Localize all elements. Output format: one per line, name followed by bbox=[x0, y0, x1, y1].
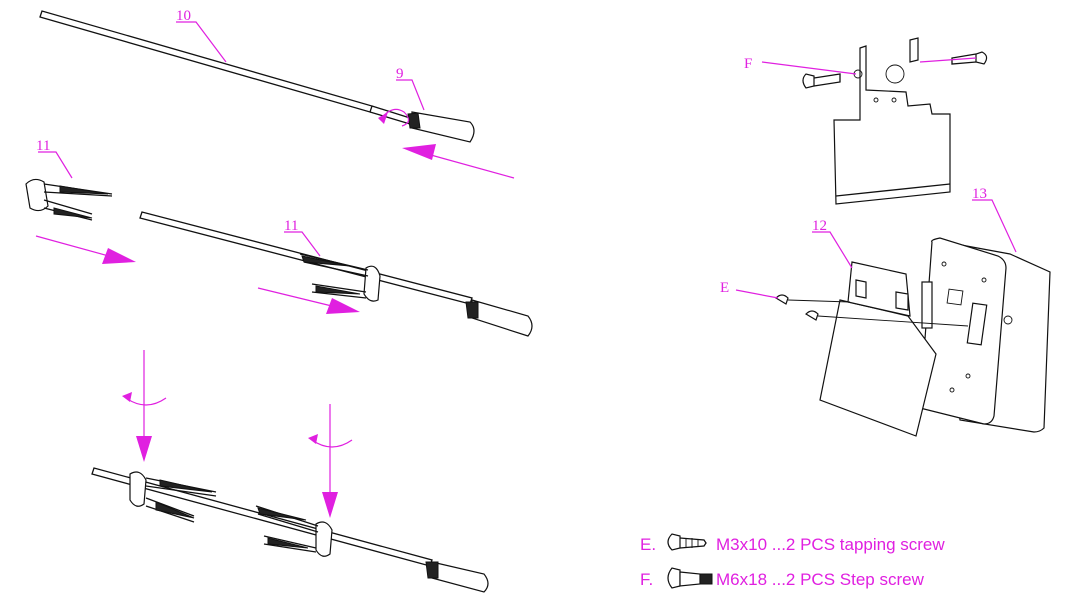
fork-left-bottom bbox=[129, 471, 217, 523]
mounting-bracket bbox=[833, 37, 951, 205]
fork-right-bottom bbox=[255, 505, 333, 557]
callout-label-13: 13 bbox=[972, 186, 987, 202]
rotate-arrow-top bbox=[378, 108, 410, 127]
callout-label-E: E bbox=[720, 280, 729, 296]
step-screw-icon bbox=[667, 567, 713, 589]
slide-arrow-left bbox=[35, 235, 136, 264]
tapping-screw-1 bbox=[775, 294, 851, 305]
callout-11-right: 11 bbox=[284, 218, 321, 257]
callout-label-11-left: 11 bbox=[36, 138, 50, 154]
legend-item-F: F. M6x18 ...2 PCS Step screw bbox=[640, 567, 925, 589]
legend-item-E: E. M3x10 ...2 PCS tapping screw bbox=[640, 533, 945, 554]
fork-left-middle bbox=[25, 178, 113, 221]
callout-label-F: F bbox=[744, 56, 752, 72]
fork-right-middle bbox=[299, 253, 381, 302]
legend-letter-F: F. bbox=[640, 570, 653, 589]
callout-F: F bbox=[744, 56, 977, 75]
callout-10: 10 bbox=[176, 8, 227, 63]
motor-plate bbox=[819, 261, 937, 437]
insert-arrow-top bbox=[402, 144, 515, 179]
step-screw-left bbox=[802, 73, 841, 89]
legend-text-E: M3x10 ...2 PCS tapping screw bbox=[716, 535, 945, 554]
spit-rod-top bbox=[39, 10, 475, 143]
motor-housing bbox=[919, 237, 1051, 433]
callout-label-9: 9 bbox=[396, 66, 404, 82]
callout-9: 9 bbox=[396, 66, 425, 111]
legend: E. M3x10 ...2 PCS tapping screw F. M6x18… bbox=[640, 533, 945, 589]
tapping-screw-icon bbox=[667, 533, 707, 551]
legend-letter-E: E. bbox=[640, 535, 656, 554]
callout-12: 12 bbox=[812, 218, 853, 269]
legend-text-F: M6x18 ...2 PCS Step screw bbox=[716, 570, 925, 589]
callout-11-left: 11 bbox=[36, 138, 73, 179]
tapping-screw-2 bbox=[805, 310, 969, 327]
press-arrow-left bbox=[122, 350, 167, 462]
callout-label-11-right: 11 bbox=[284, 218, 298, 234]
press-arrow-right bbox=[308, 404, 353, 518]
callout-label-10: 10 bbox=[176, 8, 191, 24]
step-screw-right bbox=[951, 51, 988, 65]
callout-label-12: 12 bbox=[812, 218, 827, 234]
spit-rod-middle bbox=[139, 211, 533, 337]
callout-13: 13 bbox=[972, 186, 1017, 253]
callout-E: E bbox=[720, 280, 779, 299]
slide-arrow-right bbox=[257, 287, 360, 314]
